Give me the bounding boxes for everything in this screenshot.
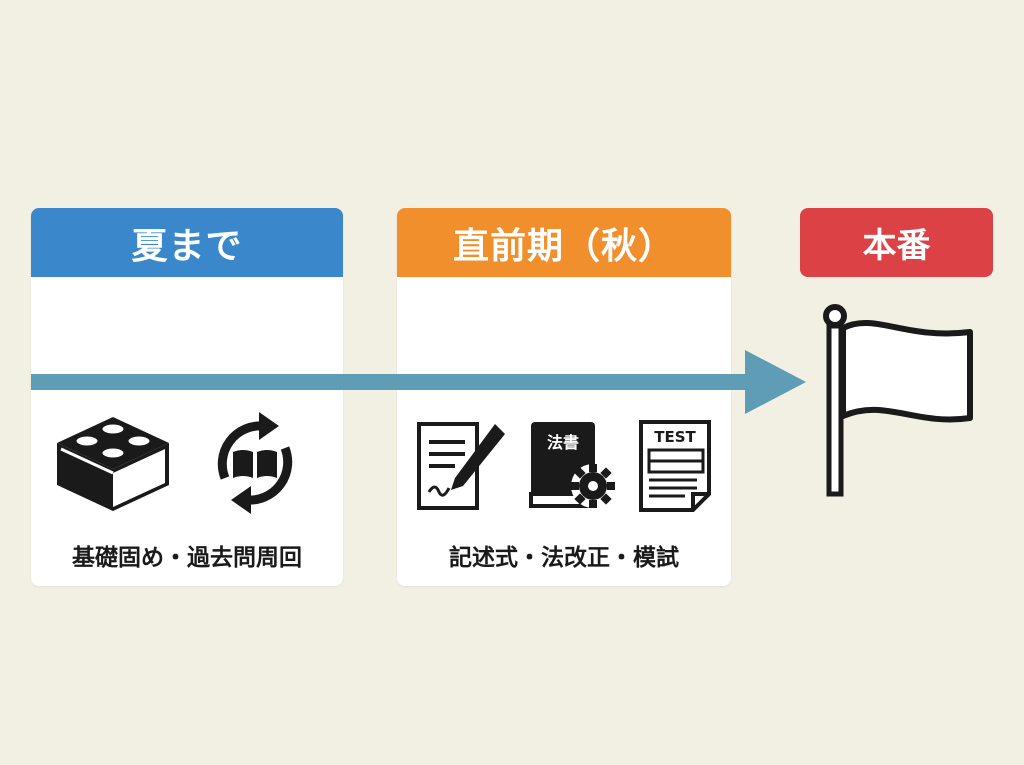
book-cycle-icon — [217, 412, 293, 514]
stage-title-autumn: 直前期（秋） — [397, 208, 731, 277]
document-pen-icon — [417, 422, 505, 510]
stage-caption-autumn: 記述式・法改正・模試 — [449, 545, 679, 571]
blocks-icon — [57, 417, 169, 511]
stage-caption-summer: 基礎固め・過去問周回 — [72, 545, 302, 571]
law-book-label: 法書 — [547, 433, 579, 452]
flag-icon — [823, 304, 973, 497]
test-sheet-label: TEST — [654, 428, 696, 446]
stage-title-summer: 夏まで — [31, 208, 343, 277]
stage-card-autumn: 直前期（秋） 法書 TEST — [397, 208, 731, 586]
test-sheet-icon: TEST — [639, 420, 711, 512]
stage-title-exam: 本番 — [800, 208, 993, 277]
stage-card-summer: 夏まで 基礎固め・過去問周回 — [31, 208, 343, 586]
law-book-gear-icon: 法書 — [529, 422, 615, 508]
